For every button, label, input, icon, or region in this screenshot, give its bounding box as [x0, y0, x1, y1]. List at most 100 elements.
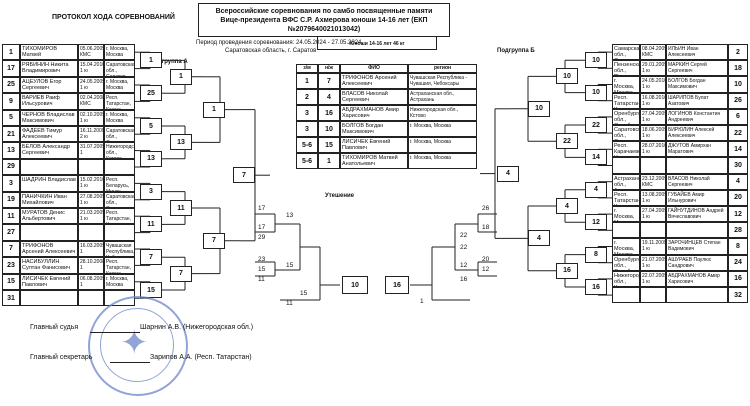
athlete-region: Нижегородская обл., Кстово	[104, 142, 135, 159]
bracket-b-r2-box: 22	[556, 133, 578, 150]
secretary-line	[110, 362, 150, 363]
athlete-name: БЕЛОВ Александр Сергеевич	[20, 142, 78, 159]
athlete-seed: 7	[2, 240, 20, 258]
bracket-a-r3-box: 7	[203, 232, 225, 249]
athlete-seed: 20	[728, 189, 748, 206]
athlete-name: ГУБАЙЕВ Амир Ильнурович	[666, 189, 728, 206]
athlete-name: ЧЕРНОВ Владислав Максимович	[20, 109, 78, 126]
athlete-seed: 31	[2, 290, 20, 307]
athlete-seed: 26	[728, 92, 748, 109]
consolation-right-label: 22	[460, 232, 468, 239]
athlete-seed: 11	[2, 208, 20, 225]
consolation-left-label: 15	[258, 266, 266, 273]
athlete-region	[612, 222, 640, 239]
athlete-seed: 16	[728, 270, 748, 287]
athlete-dob: 28.10.2008 1	[78, 257, 104, 274]
athlete-seed: 27	[2, 224, 20, 241]
athlete-region: г. Москва, Москва	[612, 206, 640, 223]
athlete-region: Респ. Татарстан, Казань	[612, 189, 640, 206]
athlete-name: ТРИФОНОВ Арсений Алексеевич	[20, 240, 78, 258]
left-athlete-row: 27	[2, 224, 135, 241]
athlete-dob: 15.02.2010 1 ю	[78, 175, 104, 192]
bracket-b-r2-box: 10	[556, 68, 578, 85]
athlete-name: ВЛАСОВ Николай Сергеевич	[666, 173, 728, 190]
athlete-region: г. Москва, Москва	[104, 273, 135, 290]
athlete-seed: 8	[728, 238, 748, 255]
right-athlete-row: Саратовская обл., Саратов18.06.2009 1 юБ…	[612, 125, 748, 142]
athlete-region: Респ. Беларусь, Минск	[104, 175, 135, 192]
right-athlete-row: Оренбургская обл., Оренбург27.04.2009 1 …	[612, 108, 748, 125]
bracket-a-r1-box: 1	[140, 52, 162, 69]
bracket-a-r2-box: 1	[170, 68, 192, 85]
consolation-left-label: 11	[258, 276, 265, 283]
results-region: г. Москва, Москва	[408, 153, 477, 169]
athlete-region: Чувашская Республика, Чебоксары	[104, 240, 135, 258]
athlete-name	[666, 287, 728, 304]
consolation-right-label: 1	[420, 298, 424, 305]
consolation-left-final-box: 10	[342, 276, 368, 294]
results-name: ЛИСИЧЕК Евгений Павлович	[340, 137, 408, 153]
athlete-seed: 2	[728, 44, 748, 61]
bracket-a-r1-box: 25	[140, 85, 162, 102]
athlete-region: Респ. Татарстан, Казань	[104, 257, 135, 274]
athlete-dob: 29.01.2009 1 ю	[640, 60, 666, 77]
bracket-b-r1-box: 14	[585, 149, 607, 166]
athlete-region: г. Москва, Москва	[104, 76, 135, 94]
right-athlete-row: г. Москва, Москва19.11.2009 1 юЗАРОЧИНЦЕ…	[612, 238, 748, 255]
athlete-region: Саратовская обл., Саратов	[612, 125, 640, 142]
athlete-name: ИЛЬИН Иван Алексеевич	[666, 44, 728, 61]
athlete-dob: 02.10.2009 1 ю	[78, 109, 104, 126]
consolation-right-label: 20	[482, 256, 490, 263]
results-name: ВЛАСОВ Николай Сергеевич	[340, 89, 408, 105]
athlete-region: Респ. Татарстан, Казань	[104, 208, 135, 225]
right-athlete-row: Респ. Карачаево-Черкесская28.07.2010 1 ю…	[612, 141, 748, 158]
athlete-dob	[640, 287, 666, 304]
results-place: 5-6	[296, 137, 318, 153]
athlete-name: АЦЕУЛОВ Егор Сергеевич	[20, 76, 78, 94]
consolation-left-label: 15	[286, 262, 294, 269]
athlete-region: г. Москва, Москва	[104, 109, 135, 126]
results-place: 3	[296, 121, 318, 137]
right-athlete-row: г. Москва, Москва27.04.2009 1 юГАЙНУТДИН…	[612, 206, 748, 223]
athlete-region: г. Москва, Москва	[612, 76, 640, 93]
results-num: 1	[318, 153, 340, 169]
athlete-dob: 23.12.2009 КМС	[640, 173, 666, 190]
athlete-dob: 24.05.2009 1 ю	[78, 76, 104, 94]
athlete-name: БОЛГОВ Богдан Максимович	[666, 76, 728, 93]
bracket-b-final-box: 4	[497, 165, 519, 182]
bracket-a-r2-box: 11	[170, 200, 192, 216]
athlete-name: ТИХОМИРОВ Матвей	[20, 44, 78, 61]
bracket-b-r1-box: 16	[585, 279, 607, 295]
consolation-right-label: 16	[460, 276, 468, 283]
right-athlete-row: Респ. Татарстан, Казань16.08.2010 1 юШАР…	[612, 92, 748, 109]
period-text: Период проведения соревнования: 24.05.20…	[196, 40, 364, 46]
right-athlete-row: 30	[612, 157, 748, 174]
consolation-right-final-box: 16	[385, 276, 409, 294]
athlete-region: Респ. Татарстан, Казань	[612, 92, 640, 109]
athlete-name: МАРКИН Сергей Сергеевич	[666, 60, 728, 77]
right-athlete-row: 28	[612, 222, 748, 239]
athlete-name	[666, 157, 728, 174]
bracket-b-r3-box: 10	[528, 100, 550, 117]
results-place: 2	[296, 89, 318, 105]
athlete-name	[20, 290, 78, 307]
athlete-seed: 21	[2, 126, 20, 143]
left-athlete-row: 29	[2, 158, 135, 176]
results-place: 1	[296, 73, 318, 89]
athlete-dob: 16.08.2010 1 ю	[640, 92, 666, 109]
athlete-region: Астраханская обл., Астрахань	[612, 173, 640, 190]
athlete-region: Респ. Карачаево-Черкесская	[612, 141, 640, 158]
athlete-dob: 21.03.2009 1 ю	[78, 208, 104, 225]
athlete-dob: 16.11.2009 2 ю	[78, 126, 104, 143]
athlete-region	[104, 224, 135, 241]
athlete-seed: 15	[2, 273, 20, 290]
athlete-seed: 10	[728, 76, 748, 93]
